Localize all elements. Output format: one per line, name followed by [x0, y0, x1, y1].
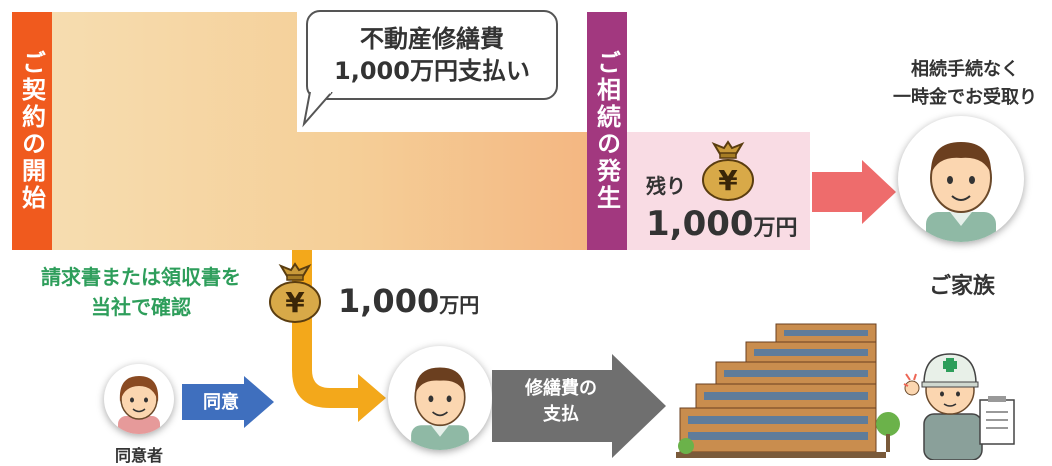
man-icon-2	[411, 367, 469, 450]
bubble-line2: 1,000万円支払い	[334, 57, 530, 85]
man-icon	[926, 142, 996, 242]
confirm-line2: 当社で確認	[91, 295, 191, 319]
yellow-flow-arrow	[292, 250, 386, 422]
inheritance-text: ご相続の発生	[592, 50, 621, 212]
svg-text:¥: ¥	[285, 286, 305, 319]
consenter-avatar	[104, 364, 174, 434]
family-note: 相続手続なく 一時金でお受取り	[880, 56, 1050, 112]
remaining-label: 残り	[646, 174, 686, 198]
confirm-line1: 請求書または領収書を	[41, 265, 241, 289]
confirm-text: 請求書または領収書を 当社で確認	[8, 262, 274, 322]
family-label: ご家族	[928, 274, 995, 299]
remaining-amount: 1,000万円	[646, 204, 798, 244]
family-avatar	[898, 116, 1024, 242]
recipient-avatar	[388, 346, 492, 450]
family-note-line2: 一時金でお受取り	[893, 87, 1037, 108]
construction-worker-icon	[903, 353, 1015, 460]
money-bag-icon: ¥	[702, 140, 754, 201]
red-arrow-icon	[812, 160, 896, 224]
bubble-tail	[302, 92, 333, 128]
payout-amount-unit: 万円	[439, 293, 480, 317]
repair-cost-bubble: 不動産修繕費 1,000万円支払い	[306, 10, 558, 100]
remaining-amount-unit: 万円	[753, 216, 798, 241]
repair-line2: 支払	[543, 404, 579, 425]
bubble-line1: 不動産修繕費	[360, 25, 504, 53]
gray-repair-arrow	[492, 354, 666, 458]
woman-icon	[118, 376, 160, 434]
family-note-line1: 相続手続なく	[911, 59, 1019, 80]
money-bag-payout-icon: ¥	[269, 262, 321, 323]
consenter-label: 同意者	[114, 446, 163, 465]
svg-text:¥: ¥	[718, 164, 738, 197]
repair-line1: 修繕費の	[525, 378, 597, 399]
payout-amount: 1,000万円	[338, 282, 479, 320]
consent-arrow-label: 同意	[203, 392, 239, 413]
blue-consent-arrow	[182, 376, 274, 428]
apartment-building-icon	[676, 323, 900, 458]
payout-amount-number: 1,000	[338, 282, 440, 320]
repair-arrow-label: 修繕費の 支払	[502, 376, 620, 428]
remaining-amount-number: 1,000	[646, 204, 754, 244]
contract-start-label: ご契約の開始	[12, 12, 52, 250]
contract-start-text: ご契約の開始	[17, 50, 46, 212]
inheritance-label: ご相続の発生	[587, 12, 627, 250]
